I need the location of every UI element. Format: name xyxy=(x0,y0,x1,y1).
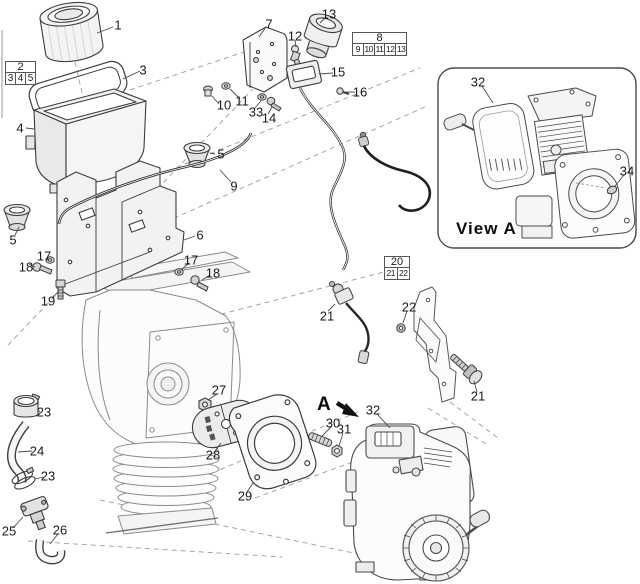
section-marker-a: A xyxy=(317,394,331,415)
view-a-title: View A xyxy=(456,219,517,238)
parts-group-header-8: 8 xyxy=(353,33,406,44)
flange-plate-29 xyxy=(228,394,317,490)
rod-9 xyxy=(57,132,253,225)
callout-34-inset: 34 xyxy=(619,163,635,179)
recoil-starter xyxy=(402,514,470,582)
valve-25 xyxy=(20,495,49,531)
callout-23-top: 23 xyxy=(36,404,52,420)
parts-group-header-2: 2 xyxy=(6,62,35,73)
cap-13 xyxy=(303,13,343,59)
callout-6: 6 xyxy=(196,227,204,243)
callout-21-left: 21 xyxy=(319,308,335,324)
parts-group-cell: 12 xyxy=(386,44,397,55)
callout-32-main: 32 xyxy=(365,402,381,418)
callout-1: 1 xyxy=(114,17,122,33)
callout-25: 25 xyxy=(1,523,17,539)
callout-12: 12 xyxy=(287,28,303,44)
callout-24: 24 xyxy=(29,443,45,459)
parts-group-cell: 21 xyxy=(385,268,398,279)
air-filter-housing xyxy=(25,88,147,202)
parts-group-cell: 9 xyxy=(353,44,364,55)
callout-29: 29 xyxy=(237,488,253,504)
small-fasteners xyxy=(203,82,282,112)
parts-group-cell: 10 xyxy=(364,44,375,55)
callout-23-bottom: 23 xyxy=(40,468,56,484)
view-a-inset xyxy=(437,67,637,249)
callout-21-right: 21 xyxy=(470,388,486,404)
rubber-mount-left xyxy=(3,203,31,232)
bellows xyxy=(112,441,220,516)
callout-15: 15 xyxy=(330,64,346,80)
fitting-12 xyxy=(289,45,301,65)
callout-5-left: 5 xyxy=(9,232,17,248)
callout-31: 31 xyxy=(336,421,352,437)
parts-group-table-8: 8 9 10 11 12 13 xyxy=(352,32,407,56)
parts-group-cell: 11 xyxy=(375,44,386,55)
ground-cable-group xyxy=(329,281,406,365)
mount-hardware-left xyxy=(32,256,66,300)
hose-group xyxy=(7,393,66,565)
air-filter-element xyxy=(39,1,104,63)
callout-30: 30 xyxy=(325,415,341,431)
engine-illustration xyxy=(343,423,491,582)
parts-group-table-2: 2 3 4 5 xyxy=(5,61,36,85)
mount-hardware-right xyxy=(174,268,209,292)
callout-7: 7 xyxy=(265,16,273,32)
callout-17-left: 17 xyxy=(36,248,52,264)
callout-5-right: 5 xyxy=(217,146,225,162)
parts-group-cell: 13 xyxy=(396,44,406,54)
callout-32-inset: 32 xyxy=(470,74,486,90)
callout-19: 19 xyxy=(40,293,56,309)
callout-18-left: 18 xyxy=(18,259,34,275)
callout-3: 3 xyxy=(139,62,147,78)
parts-group-cell: 5 xyxy=(27,73,34,84)
stop-switch xyxy=(285,59,322,90)
engine-mount-bracket xyxy=(56,160,185,297)
parts-group-cell: 4 xyxy=(16,73,26,84)
bolt-21b xyxy=(450,353,483,385)
callout-33: 33 xyxy=(248,104,264,120)
mount-flange xyxy=(554,148,636,239)
callout-11: 11 xyxy=(235,93,249,109)
callout-13: 13 xyxy=(321,6,337,22)
callout-22: 22 xyxy=(401,299,417,315)
leader-lines xyxy=(12,16,625,545)
callout-17-right: 17 xyxy=(183,252,199,268)
stud-and-nut xyxy=(308,432,343,458)
section-arrow-a xyxy=(335,401,359,417)
screw-16 xyxy=(336,87,350,96)
switch-cable xyxy=(298,87,432,271)
parts-group-cell: 3 xyxy=(6,73,16,84)
side-plate xyxy=(413,286,457,403)
parts-group-header-20: 20 xyxy=(385,257,409,268)
callout-4: 4 xyxy=(16,120,24,136)
callout-16: 16 xyxy=(352,84,368,100)
callout-9: 9 xyxy=(230,178,238,194)
callout-14: 14 xyxy=(261,110,277,126)
callout-28: 28 xyxy=(205,447,221,463)
callout-10: 10 xyxy=(216,97,232,113)
parts-group-cell: 22 xyxy=(399,268,408,278)
parts-group-table-20: 20 21 22 xyxy=(384,256,410,280)
rammer-body-illustration xyxy=(81,251,251,535)
callout-27: 27 xyxy=(211,382,227,398)
callout-18-right: 18 xyxy=(205,265,221,281)
callout-26: 26 xyxy=(52,522,68,538)
switch-bracket-plate xyxy=(242,26,288,93)
